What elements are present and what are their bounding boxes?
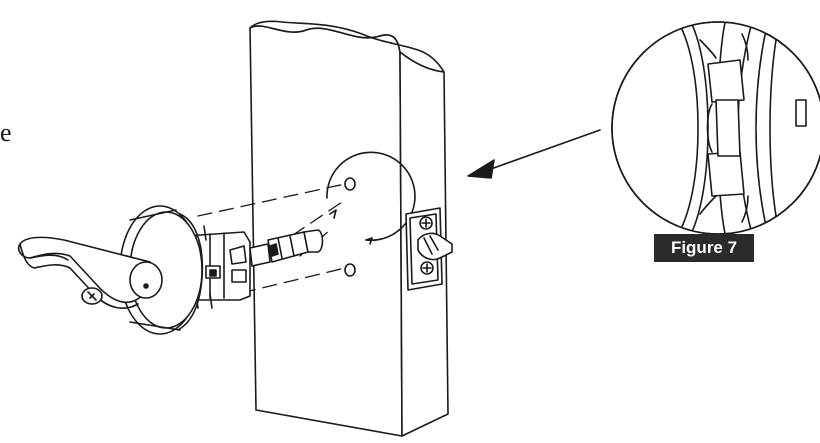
door-front-face [249, 25, 403, 437]
faceplate-screw-top [419, 216, 433, 230]
door [249, 20, 453, 437]
door-bore-hole [326, 151, 416, 245]
door-screw-hole-top [344, 177, 356, 191]
latch-bolt [417, 232, 453, 261]
magnified-detail-circle [611, 21, 820, 235]
lever-handle [17, 236, 163, 309]
cropped-text-fragment: e [0, 118, 12, 147]
spindle [249, 229, 324, 267]
latch-faceplate [405, 207, 453, 291]
lever-lock-assembly [17, 205, 324, 335]
callout-arrow [467, 129, 601, 179]
faceplate-screw-bottom [420, 261, 434, 275]
figure-caption-label: Figure 7 [654, 234, 754, 262]
door-screw-hole-bottom [344, 263, 356, 277]
